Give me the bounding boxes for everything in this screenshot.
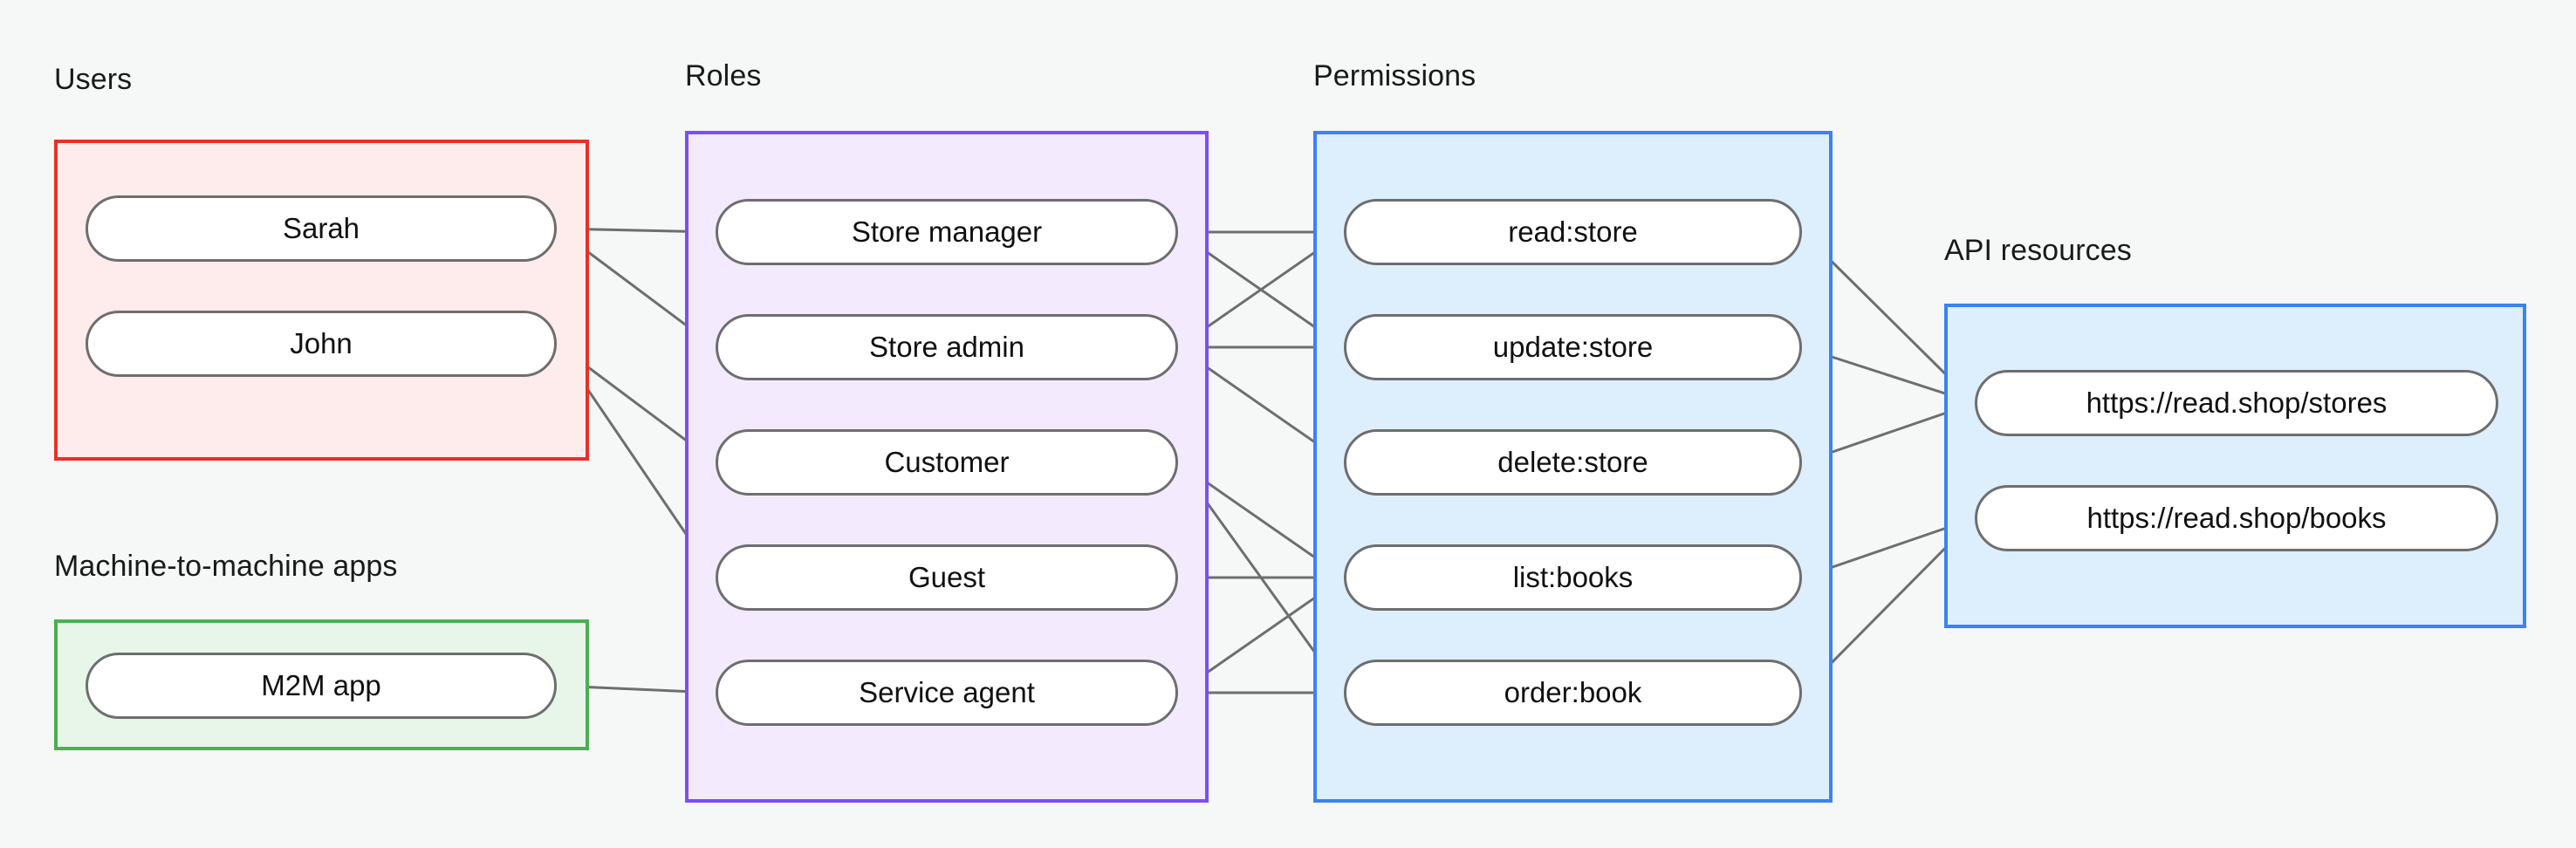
group-box-api-resources [1944,304,2526,628]
node-sarah[interactable]: Sarah [86,195,557,262]
group-label-users: Users [54,63,133,96]
group-label-permissions: Permissions [1313,59,1476,92]
node-delete-store[interactable]: delete:store [1344,429,1802,496]
group-label-roles: Roles [685,59,762,92]
node-read-store[interactable]: read:store [1344,199,1802,265]
group-box-users [54,140,589,461]
node-john[interactable]: John [86,311,557,377]
group-label-m2m: Machine-to-machine apps [54,550,398,583]
node-store-manager[interactable]: Store manager [716,199,1178,265]
node-read-shop-stores[interactable]: https://read.shop/stores [1975,370,2498,436]
node-guest[interactable]: Guest [716,544,1178,611]
node-service-agent[interactable]: Service agent [716,660,1178,726]
node-update-store[interactable]: update:store [1344,314,1802,380]
node-list-books[interactable]: list:books [1344,544,1802,611]
node-customer[interactable]: Customer [716,429,1178,496]
node-store-admin[interactable]: Store admin [716,314,1178,380]
group-label-api-resources: API resources [1944,234,2132,267]
node-read-shop-books[interactable]: https://read.shop/books [1975,485,2498,551]
node-m2m-app[interactable]: M2M app [86,653,557,719]
node-order-book[interactable]: order:book [1344,660,1802,726]
